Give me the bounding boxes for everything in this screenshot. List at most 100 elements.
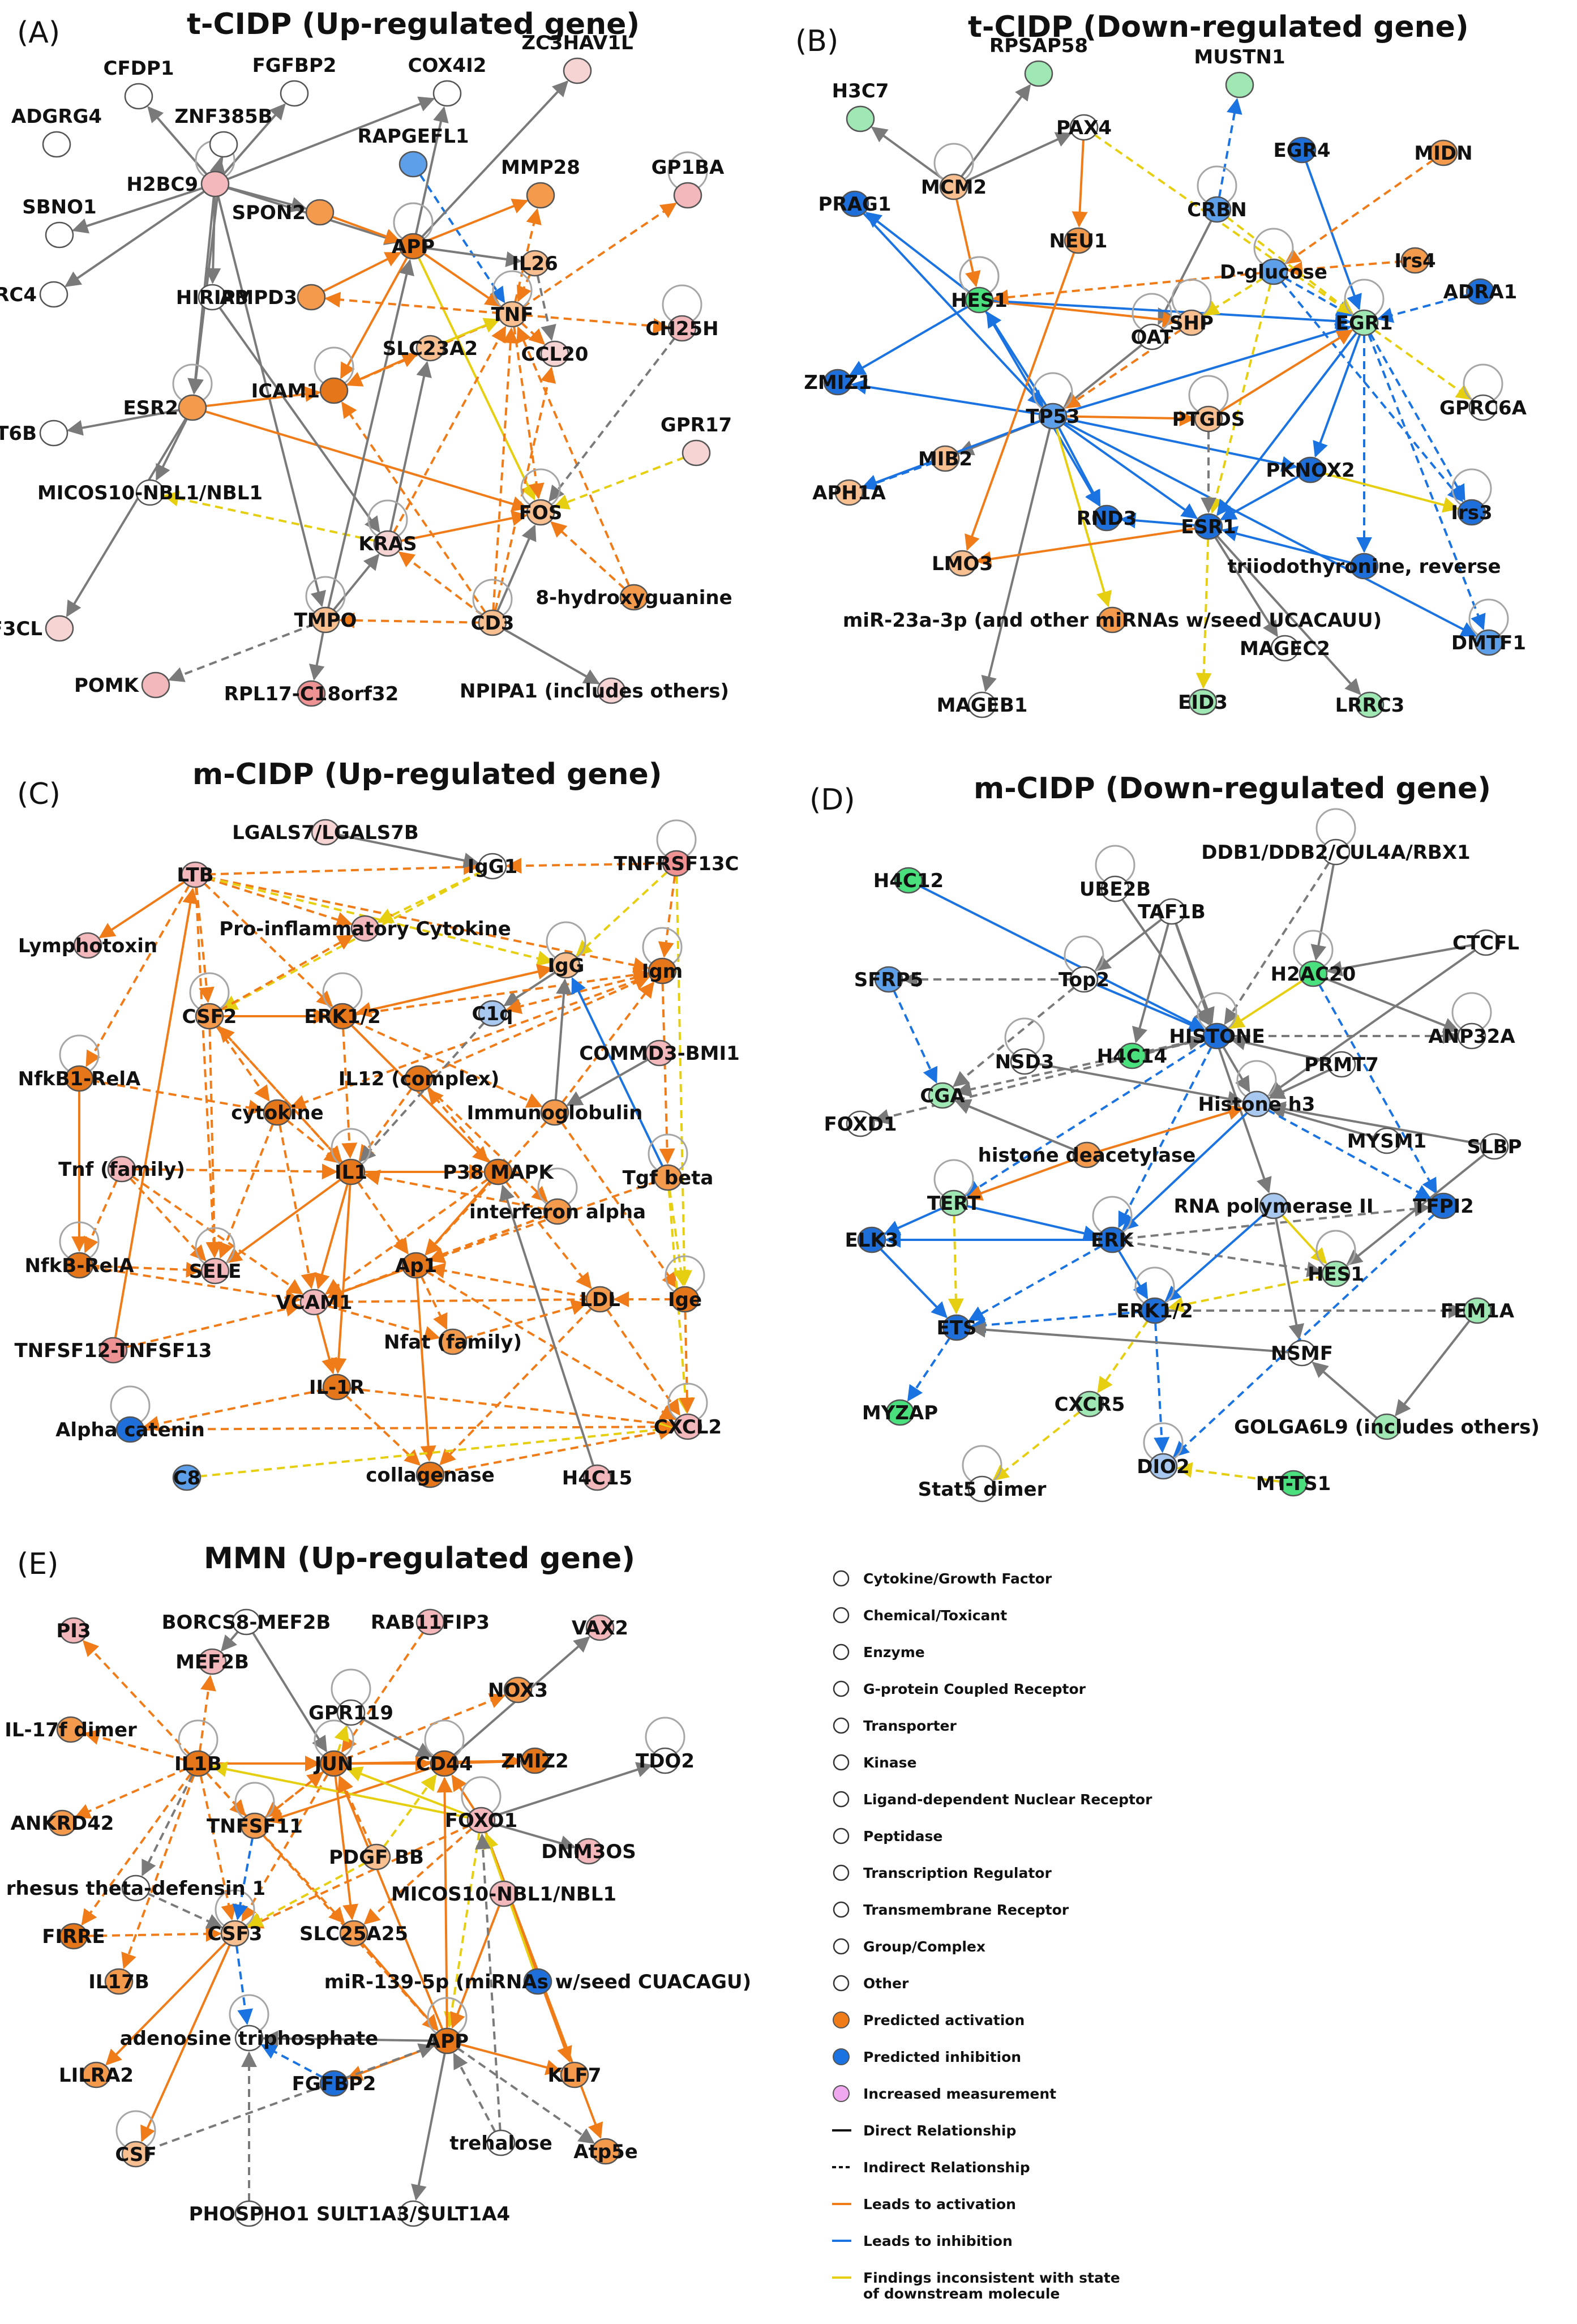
node-MMP28[interactable]: MMP28	[501, 156, 580, 209]
node-ADRA1[interactable]: ADRA1	[1443, 278, 1518, 305]
node-H4C14[interactable]: H4C14	[1097, 1042, 1167, 1069]
node-HDAC[interactable]: histone deacetylase	[978, 1141, 1196, 1169]
node-FGFBP2[interactable]: FGFBP2	[292, 2070, 376, 2097]
node-APP[interactable]: APP	[392, 233, 435, 260]
node-H4C15[interactable]: H4C15	[562, 1464, 632, 1491]
node-ICAM1[interactable]: ICAM1	[251, 377, 349, 404]
node-P38[interactable]: P38 MAPK	[443, 1158, 554, 1185]
node-OAT[interactable]: OAT	[1131, 323, 1174, 350]
node-VCAM1[interactable]: VCAM1	[276, 1289, 353, 1316]
node-HES1[interactable]: HES1	[1308, 1260, 1364, 1287]
node-CSF[interactable]: CSF	[115, 2141, 157, 2168]
node-RAB11FIP3[interactable]: RAB11FIP3	[371, 1608, 490, 1636]
node-MCM2[interactable]: MCM2	[921, 173, 987, 200]
node-SULT1A3[interactable]: SULT1A3/SULT1A4	[316, 2200, 510, 2227]
node-Ige[interactable]: Ige	[668, 1286, 702, 1313]
node-IgG[interactable]: IgG	[548, 952, 585, 979]
node-IL12[interactable]: IL12 (complex)	[338, 1065, 499, 1092]
node-ZC3HAV1L[interactable]: ZC3HAV1L	[521, 32, 633, 84]
node-SHP[interactable]: SHP	[1169, 309, 1214, 336]
node-AMPD3[interactable]: AMPD3	[220, 284, 326, 311]
node-trehalose[interactable]: trehalose	[449, 2129, 552, 2156]
node-NEU1[interactable]: NEU1	[1049, 227, 1108, 254]
node-MYSM1[interactable]: MYSM1	[1347, 1127, 1426, 1154]
node-CTCFL[interactable]: CTCFL	[1452, 929, 1519, 956]
node-PI3[interactable]: PI3	[56, 1617, 91, 1644]
node-CFDP1[interactable]: CFDP1	[104, 57, 174, 110]
node-NSMF[interactable]: NSMF	[1271, 1339, 1333, 1367]
node-Tgfbeta[interactable]: Tgf beta	[623, 1164, 714, 1191]
node-LGALS7[interactable]: LGALS7/LGALS7B	[232, 819, 419, 846]
node-MAGEC2[interactable]: MAGEC2	[1240, 635, 1330, 662]
node-Histoneh3[interactable]: Histone h3	[1198, 1090, 1315, 1118]
node-SBNO1[interactable]: SBNO1	[22, 196, 97, 249]
node-CRBN[interactable]: CRBN	[1187, 196, 1247, 223]
node-SFRP5[interactable]: SFRP5	[854, 966, 923, 993]
node-H2AC20[interactable]: H2AC20	[1271, 960, 1356, 987]
node-TFPI2[interactable]: TFPI2	[1413, 1192, 1474, 1219]
node-IL1B[interactable]: IL1B	[174, 1750, 222, 1777]
node-collagenase[interactable]: collagenase	[366, 1461, 495, 1488]
node-CXCR5[interactable]: CXCR5	[1055, 1390, 1125, 1418]
node-Immunoglobulin[interactable]: Immunoglobulin	[467, 1099, 643, 1126]
node-FOXO1[interactable]: FOXO1	[445, 1807, 517, 1834]
node-mir139[interactable]: miR-139-5p (miRNAs w/seed CUACAGU)	[324, 1968, 751, 1995]
node-BORCS8[interactable]: BORCS8-MEF2B	[162, 1608, 331, 1636]
node-ZMIZ2[interactable]: ZMIZ2	[501, 1747, 569, 1774]
node-CH25H[interactable]: CH25H	[645, 315, 719, 342]
node-IL26[interactable]: IL26	[512, 250, 558, 277]
node-ProInfl[interactable]: Pro-inflammatory Cytokine	[219, 915, 511, 942]
node-KRAS[interactable]: KRAS	[358, 530, 417, 557]
node-VAX2[interactable]: VAX2	[572, 1614, 628, 1641]
node-ZMIZ1[interactable]: ZMIZ1	[804, 369, 872, 396]
node-EID3[interactable]: EID3	[1178, 688, 1228, 716]
node-mir23a[interactable]: miR-23a-3p (and other miRNAs w/seed UCAC…	[843, 606, 1382, 634]
node-FGFBP2[interactable]: FGFBP2	[252, 54, 337, 107]
node-PDGFBB[interactable]: PDGF BB	[329, 1843, 424, 1871]
node-NPIPA1[interactable]: NPIPA1 (includes others)	[460, 677, 729, 704]
node-C8[interactable]: C8	[172, 1464, 202, 1491]
node-Lymphotoxin[interactable]: Lymphotoxin	[18, 932, 157, 959]
node-cytokine[interactable]: cytokine	[231, 1099, 324, 1126]
node-Nfat[interactable]: Nfat (family)	[384, 1328, 522, 1355]
node-TMPO[interactable]: TMPO	[294, 606, 357, 634]
node-ADGRG4[interactable]: ADGRG4	[11, 105, 102, 158]
node-MYZAP[interactable]: MYZAP	[862, 1399, 938, 1426]
node-CGA[interactable]: CGA	[920, 1082, 965, 1109]
node-CCL20[interactable]: CCL20	[521, 340, 589, 367]
node-ERK[interactable]: ERK	[1091, 1226, 1135, 1253]
node-CSF3[interactable]: CSF3	[208, 1920, 263, 1947]
node-ELK3[interactable]: ELK3	[845, 1226, 899, 1253]
node-FOS[interactable]: FOS	[519, 499, 563, 526]
node-Igm[interactable]: Igm	[642, 957, 683, 985]
node-H2BC9[interactable]: H2BC9	[126, 170, 230, 198]
node-DIO2[interactable]: DIO2	[1137, 1453, 1190, 1480]
node-LTB[interactable]: LTB	[177, 861, 214, 888]
node-Irs3[interactable]: Irs3	[1451, 499, 1493, 526]
node-FEM1A[interactable]: FEM1A	[1441, 1297, 1515, 1324]
node-Top2[interactable]: Top2	[1059, 966, 1109, 993]
node-ANP32A[interactable]: ANP32A	[1428, 1022, 1515, 1050]
node-SLC25A25[interactable]: SLC25A25	[299, 1920, 408, 1947]
node-EGR4[interactable]: EGR4	[1274, 136, 1331, 164]
node-NfkBRelA[interactable]: NfkB-RelA	[24, 1252, 134, 1279]
node-PKNOX2[interactable]: PKNOX2	[1266, 456, 1355, 483]
node-SLC23A2[interactable]: SLC23A2	[383, 335, 478, 362]
node-IL1[interactable]: IL1	[335, 1158, 367, 1185]
node-FIRRE[interactable]: FIRRE	[42, 1923, 105, 1950]
node-ESR2[interactable]: ESR2	[123, 394, 207, 421]
node-LILRA2[interactable]: LILRA2	[59, 2061, 134, 2088]
node-RAPGEFL1[interactable]: RAPGEFL1	[357, 125, 469, 178]
node-TNFSF11[interactable]: TNFSF11	[207, 1812, 303, 1839]
node-PRMT7[interactable]: PRMT7	[1304, 1051, 1379, 1078]
node-KLRC4[interactable]: KLRC4	[0, 281, 68, 308]
node-APP[interactable]: APP	[426, 2027, 469, 2055]
node-TNFRSF13C[interactable]: TNFRSF13C	[614, 850, 739, 877]
node-H3C7[interactable]: H3C7	[832, 80, 889, 132]
node-GPRC6A[interactable]: GPRC6A	[1439, 394, 1527, 421]
node-IL17f[interactable]: IL-17f dimer	[5, 1716, 137, 1743]
node-rhesus[interactable]: rhesus theta-defensin 1	[6, 1874, 265, 1902]
node-APH1A[interactable]: APH1A	[812, 479, 886, 506]
node-IL17B[interactable]: IL17B	[88, 1968, 149, 1995]
node-ATP[interactable]: adenosine triphosphate	[120, 2025, 379, 2052]
